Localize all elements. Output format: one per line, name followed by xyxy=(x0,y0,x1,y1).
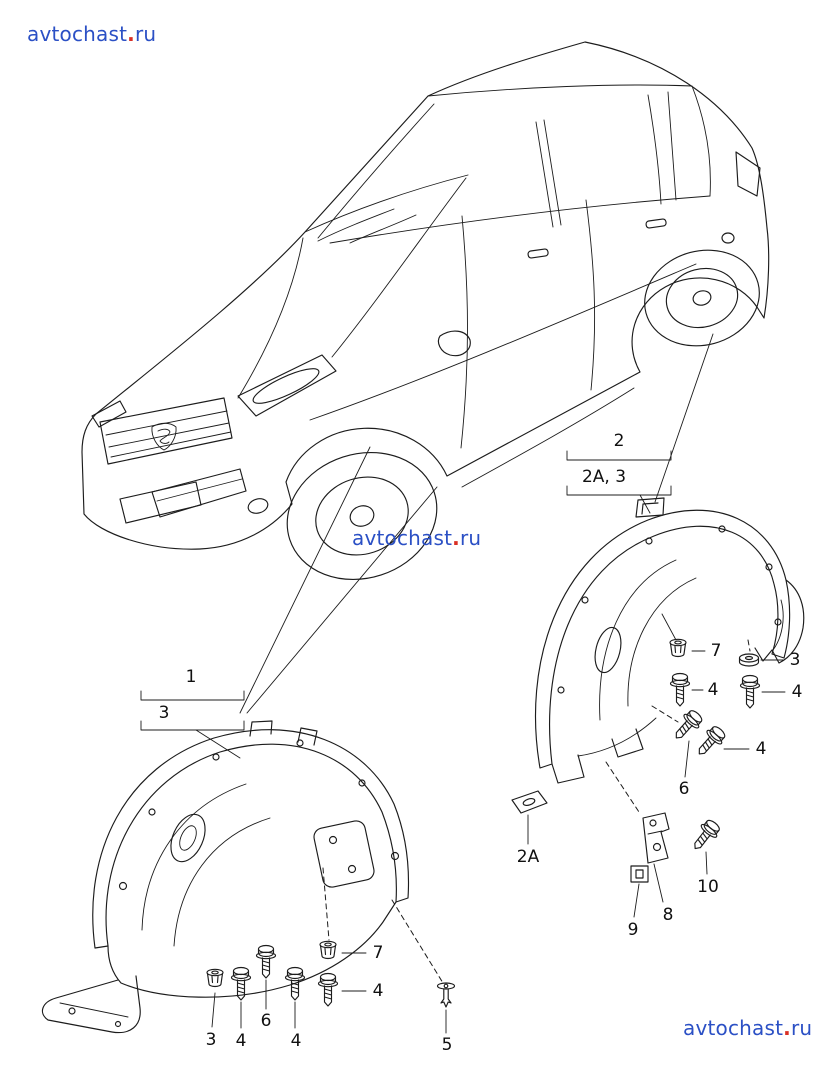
side-mirror xyxy=(437,330,471,357)
callout-label-6: 6 xyxy=(678,779,690,799)
fog-lamp xyxy=(247,498,269,514)
callout-label-7: 7 xyxy=(710,641,722,661)
square-clip-9 xyxy=(630,865,649,883)
door-handle xyxy=(645,218,667,229)
watermark-tld: ru xyxy=(134,22,157,46)
clip-nut-icon xyxy=(669,638,687,658)
callout-label-4: 4 xyxy=(372,981,384,1001)
clip-nut-icon xyxy=(319,940,337,960)
watermark-text: avtochast xyxy=(352,526,453,550)
seat-logo xyxy=(157,428,171,444)
callout-label-10: 10 xyxy=(697,877,719,897)
watermark-dot: . xyxy=(127,22,135,46)
group-sublabel-3: 3 xyxy=(158,703,170,723)
front-bumper-details xyxy=(119,468,269,524)
license-plate-recess xyxy=(119,481,202,524)
callout-label-4: 4 xyxy=(235,1031,247,1051)
callout-label-3: 3 xyxy=(205,1030,217,1050)
mounting-tab xyxy=(635,497,665,518)
rear-wheel xyxy=(644,249,760,347)
watermark-text: avtochast xyxy=(27,22,128,46)
front-wheel xyxy=(286,451,438,581)
callout-label-8: 8 xyxy=(662,905,674,925)
callout-label-3: 3 xyxy=(789,650,801,670)
car-illustration xyxy=(81,41,770,581)
callout-lines xyxy=(140,333,786,1034)
group-label-2: 2 xyxy=(613,431,625,451)
clip-nut-icon xyxy=(206,968,224,988)
screw-icon xyxy=(317,972,339,1007)
callout-label-4: 4 xyxy=(791,682,803,702)
screw-icon xyxy=(687,816,724,856)
wipers xyxy=(317,208,417,244)
speed-nut-icon xyxy=(738,653,760,667)
liner-rear-flap xyxy=(754,579,805,664)
watermark-tld: ru xyxy=(459,526,482,550)
mud-flap xyxy=(41,975,141,1034)
callout-label-6: 6 xyxy=(260,1011,272,1031)
callout-label-2A: 2A xyxy=(516,847,540,867)
watermark-tld: ru xyxy=(790,1016,813,1040)
watermark: avtochast.ru xyxy=(27,22,156,46)
callout-label-4: 4 xyxy=(707,680,719,700)
callout-label-7: 7 xyxy=(372,943,384,963)
screw-icon xyxy=(669,672,691,707)
callout-label-5: 5 xyxy=(441,1035,453,1055)
tail-lamp xyxy=(735,151,761,197)
watermark-dot: . xyxy=(452,526,460,550)
watermark: avtochast.ru xyxy=(683,1016,812,1040)
rear-wheel-liner xyxy=(534,497,805,784)
fuel-cap xyxy=(721,232,735,244)
headlight xyxy=(91,354,337,428)
screw-icon xyxy=(739,674,761,709)
callout-label-4: 4 xyxy=(290,1031,302,1051)
watermark: avtochast.ru xyxy=(352,526,481,550)
screw-icon xyxy=(255,944,277,979)
push-rivet-icon xyxy=(436,982,456,1008)
callout-label-9: 9 xyxy=(627,920,639,940)
front-wheel-liner xyxy=(41,720,410,1034)
mounting-tabs xyxy=(249,720,318,746)
watermark-dot: . xyxy=(783,1016,791,1040)
group-label-1: 1 xyxy=(185,667,197,687)
group-sublabel-2a3: 2A, 3 xyxy=(581,467,627,487)
screw-icon xyxy=(668,706,706,745)
screw-icon xyxy=(691,722,729,761)
mounting-bracket-8 xyxy=(642,812,670,864)
door-handle xyxy=(527,248,549,259)
front-grille xyxy=(99,397,233,465)
screw-icon xyxy=(284,966,306,1001)
retainer-plate-2a xyxy=(511,790,548,814)
watermark-text: avtochast xyxy=(683,1016,784,1040)
callout-label-4: 4 xyxy=(755,739,767,759)
